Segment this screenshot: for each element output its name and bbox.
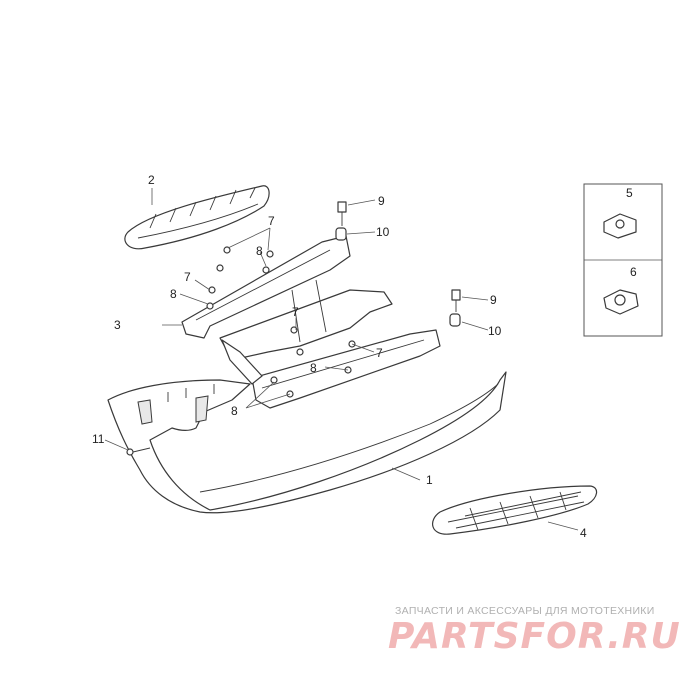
callout-4: 4 [580,526,587,540]
inset-panel-5-6 [583,183,663,337]
leader-lines [104,188,579,531]
callout-7-top: 7 [268,214,275,228]
callout-10-top: 10 [376,225,390,239]
callout-7-center: 7 [292,305,299,319]
callout-11: 11 [92,432,105,446]
part-1-lower-body-panel [107,371,507,514]
callout-labels: 1 2 3 4 5 6 7 8 7 8 7 7 8 8 9 10 9 10 11 [92,173,637,540]
watermark-logo: PARTSFOR.RU [388,616,681,657]
watermark-tagline: ЗАПЧАСТИ И АКСЕССУАРЫ ДЛЯ МОТОТЕХНИКИ [395,605,655,617]
part-4-lower-mat [432,485,598,535]
callout-8-center: 8 [310,361,317,375]
callout-7-right: 7 [376,346,383,360]
part-5-clip-nut [603,213,637,239]
callout-1: 1 [426,473,433,487]
callout-10-right: 10 [488,324,502,338]
callout-5: 5 [626,186,633,200]
screw-11 [126,447,151,456]
callout-8-bottom: 8 [231,404,238,418]
screw-9-spacer-10-right [449,289,461,327]
callout-6: 6 [630,265,637,279]
part-2-upper-mat [124,185,270,250]
callout-3: 3 [114,318,121,332]
part-6-clip-nut [603,289,639,315]
callout-9-right: 9 [490,293,497,307]
callout-7-left: 7 [184,270,191,284]
callout-8-left: 8 [170,287,177,301]
screw-9-spacer-10-top [335,201,347,241]
callout-2: 2 [148,173,155,187]
callout-9-top: 9 [378,194,385,208]
callout-8-top: 8 [256,244,263,258]
